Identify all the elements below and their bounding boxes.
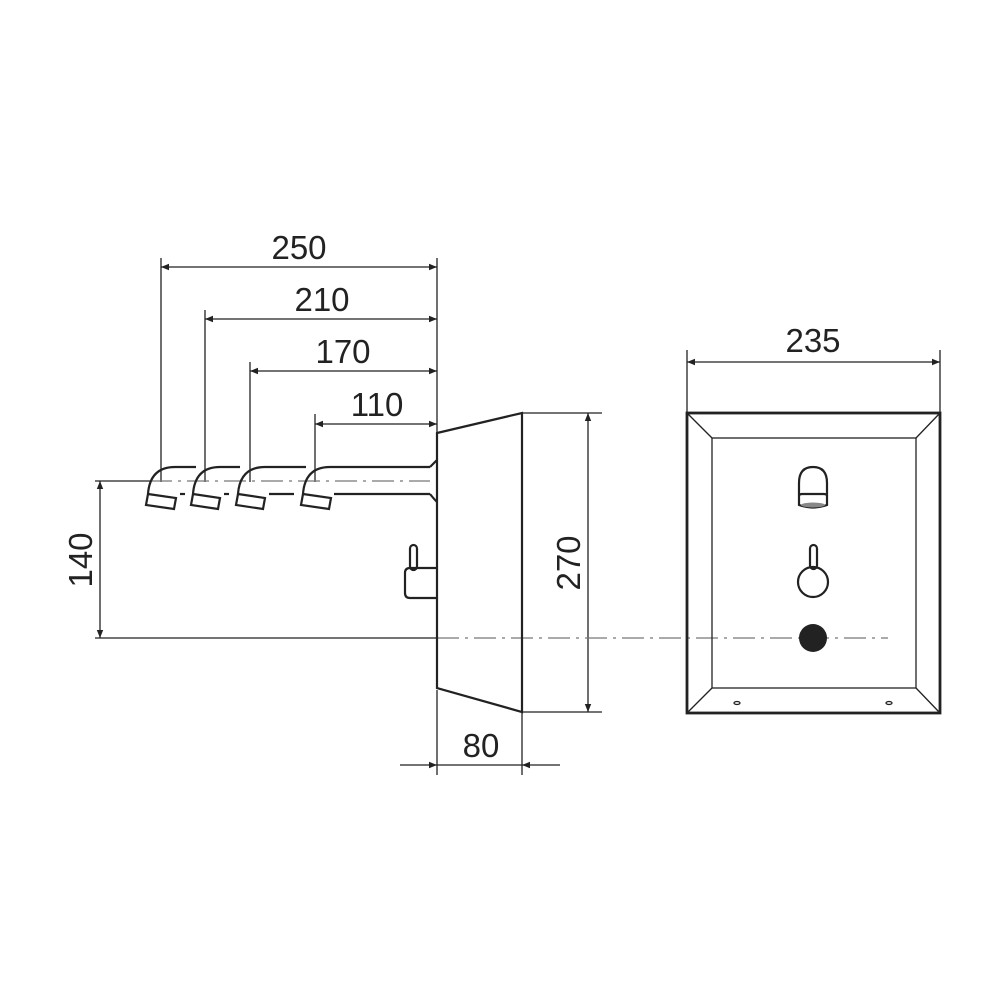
spout-variants <box>144 459 438 511</box>
spout-210 <box>189 465 240 511</box>
side-view-lever <box>403 543 437 600</box>
spout-250 <box>144 465 196 511</box>
dim-label-170: 170 <box>315 333 370 370</box>
sensor-icon <box>799 624 827 652</box>
spout-170 <box>234 465 306 511</box>
spout-110 <box>299 459 438 511</box>
lever-handle-icon <box>796 543 830 599</box>
dim-label-270: 270 <box>550 535 587 590</box>
dimension-lines <box>96 263 940 769</box>
dim-label-235: 235 <box>785 322 840 359</box>
screw-icon <box>885 700 893 706</box>
dim-label-140: 140 <box>62 532 99 587</box>
dim-label-250: 250 <box>271 229 326 266</box>
screw-icon <box>733 700 741 706</box>
side-view-housing <box>435 411 524 714</box>
front-view-panel <box>685 411 942 715</box>
dim-label-110: 110 <box>351 386 404 423</box>
dim-label-80: 80 <box>463 727 500 764</box>
dim-label-210: 210 <box>294 281 349 318</box>
aerator-icon <box>797 465 829 509</box>
